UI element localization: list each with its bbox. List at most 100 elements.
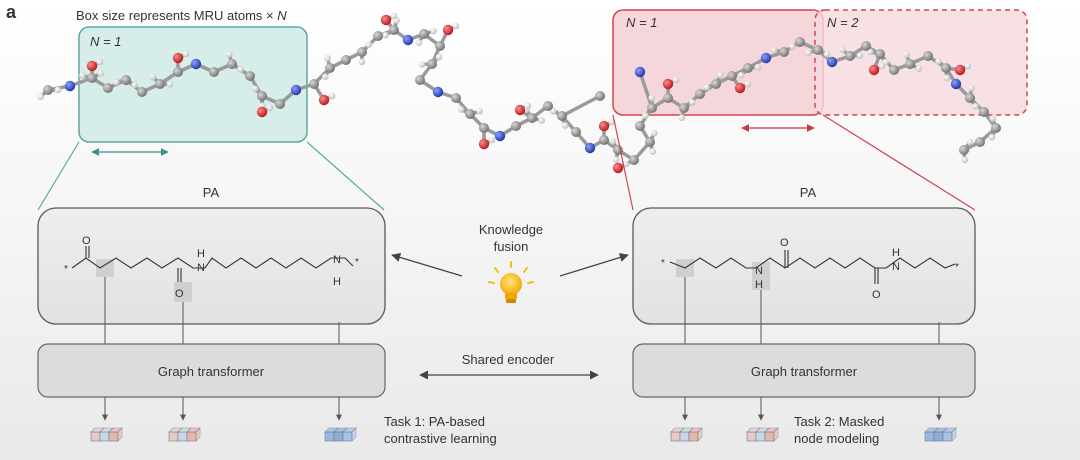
oxygen-atom bbox=[172, 52, 184, 64]
encoder-output-arrows bbox=[102, 397, 942, 421]
carbon-atom bbox=[727, 71, 737, 81]
hydrogen-atom bbox=[79, 72, 86, 79]
left-pa-structure bbox=[71, 246, 354, 282]
hydrogen-atom bbox=[609, 138, 617, 145]
hydrogen-atom bbox=[549, 107, 557, 115]
left-n1-label: N = 1 bbox=[90, 34, 121, 49]
task1-line1: Task 1: PA-based bbox=[384, 414, 485, 429]
right-pa-panel bbox=[632, 207, 976, 325]
left-highlight-node-1 bbox=[96, 259, 114, 277]
shared-encoder-label: Shared encoder bbox=[462, 352, 555, 367]
hydrogen-atom bbox=[703, 84, 710, 91]
hydrogen-atom bbox=[805, 49, 812, 57]
oxygen-atom bbox=[256, 106, 268, 118]
carbon-atom bbox=[373, 31, 383, 41]
hydrogen-atom bbox=[538, 117, 545, 124]
carbon-atom bbox=[975, 137, 985, 147]
hydrogen-atom bbox=[823, 50, 831, 58]
carbon-atom bbox=[419, 29, 429, 39]
carbon-atom bbox=[103, 83, 113, 93]
left-zoom-line-2 bbox=[306, 141, 385, 211]
hydrogen-atom bbox=[457, 106, 465, 113]
nitrogen-atom bbox=[760, 52, 772, 64]
nitrogen-atom bbox=[584, 142, 596, 154]
hydrogen-atom bbox=[966, 138, 974, 146]
left-atom-o-bottom: O bbox=[175, 288, 184, 300]
hydrogen-atom bbox=[968, 84, 975, 92]
right-atom-h: H bbox=[755, 279, 763, 291]
embedding-vector-cube bbox=[670, 427, 703, 442]
hydrogen-atom bbox=[651, 129, 658, 137]
left-highlight-node-2 bbox=[174, 282, 192, 302]
hydrogen-atom bbox=[418, 61, 426, 68]
oxygen-atom bbox=[442, 24, 454, 36]
carbon-atom bbox=[155, 79, 165, 89]
right-atom-n: N bbox=[755, 265, 763, 277]
right-zoom-line-2 bbox=[822, 114, 976, 211]
carbon-atom bbox=[309, 79, 319, 89]
carbon-atom bbox=[451, 93, 461, 103]
hydrogen-atom bbox=[149, 73, 157, 81]
hydrogen-atom bbox=[37, 93, 44, 101]
oxygen-atom bbox=[478, 138, 490, 150]
lightbulb-icon bbox=[488, 261, 534, 303]
carbon-atom bbox=[275, 99, 285, 109]
carbon-atom bbox=[557, 111, 567, 121]
hydrogen-atom bbox=[365, 41, 373, 49]
carbon-atom bbox=[479, 123, 489, 133]
carbon-atom bbox=[795, 37, 805, 47]
oxygen-atom bbox=[868, 64, 880, 76]
carbon-atom bbox=[389, 25, 399, 35]
task2-line2: node modeling bbox=[794, 431, 879, 446]
hydrogen-atom bbox=[266, 104, 274, 112]
hydrogen-atom bbox=[452, 22, 460, 30]
hydrogen-atom bbox=[324, 54, 331, 62]
right-star-end: * bbox=[955, 262, 959, 273]
oxygen-atom bbox=[514, 104, 526, 116]
carbon-atom bbox=[43, 85, 53, 95]
carbon-atom bbox=[959, 145, 969, 155]
oxygen-atom bbox=[380, 14, 392, 26]
right-encoder-label: Graph transformer bbox=[751, 364, 858, 379]
hydrogen-atom bbox=[672, 76, 680, 84]
oxygen-atom bbox=[612, 162, 624, 174]
nitrogen-atom bbox=[634, 66, 646, 78]
hydrogen-atom bbox=[166, 81, 174, 88]
knowledge-label-2: fusion bbox=[494, 239, 529, 254]
hydrogen-atom bbox=[770, 46, 778, 54]
hydrogen-atom bbox=[182, 50, 190, 58]
hydrogen-atom bbox=[648, 94, 656, 102]
embedding-vector-cube bbox=[924, 427, 957, 442]
carbon-atom bbox=[991, 123, 1001, 133]
carbon-atom bbox=[137, 87, 147, 97]
oxygen-atom bbox=[318, 94, 330, 106]
carbon-atom bbox=[711, 79, 721, 89]
fusion-arrow-right bbox=[559, 253, 629, 277]
carbon-atom bbox=[965, 93, 975, 103]
hydrogen-atom bbox=[961, 156, 968, 164]
hydrogen-atom bbox=[251, 85, 259, 93]
oxygen-atom bbox=[86, 60, 98, 72]
oxygen-atom bbox=[662, 78, 674, 90]
hydrogen-atom bbox=[737, 72, 745, 79]
task2-line1: Task 2: Masked bbox=[794, 414, 884, 429]
hydrogen-atom bbox=[678, 114, 686, 122]
right-n2-label: N = 2 bbox=[827, 15, 859, 30]
hydrogen-atom bbox=[649, 148, 657, 155]
right-zoom-line-1 bbox=[612, 114, 634, 211]
hydrogen-atom bbox=[524, 102, 532, 110]
carbon-atom bbox=[861, 41, 871, 51]
carbon-atom bbox=[527, 113, 537, 123]
hydrogen-atom bbox=[903, 51, 910, 58]
right-atom-o-top: O bbox=[780, 237, 789, 249]
embedding-vector-cube bbox=[746, 427, 779, 442]
hydrogen-atom bbox=[96, 58, 104, 66]
left-atom-o-top: O bbox=[82, 235, 91, 247]
hydrogen-atom bbox=[839, 46, 846, 53]
hydrogen-atom bbox=[131, 81, 138, 89]
pa-to-encoder-lines bbox=[104, 277, 940, 344]
molecule-atoms bbox=[37, 12, 1001, 174]
carbon-atom bbox=[595, 91, 605, 101]
carbon-atom bbox=[357, 47, 367, 57]
hydrogen-atom bbox=[382, 31, 389, 39]
